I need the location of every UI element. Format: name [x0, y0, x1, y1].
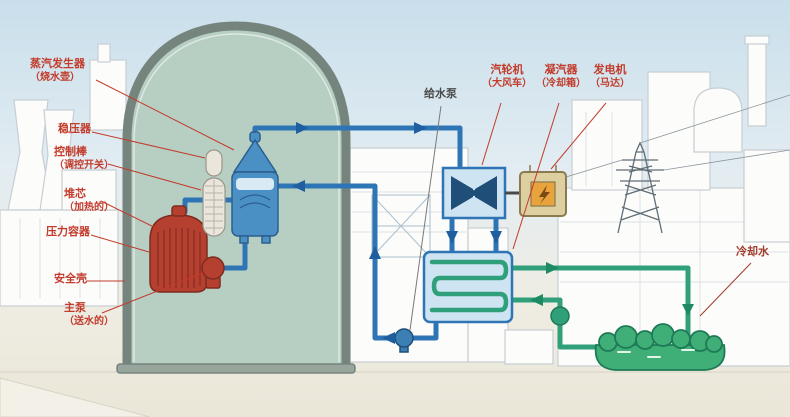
label-feedwater-pump: 给水泵: [424, 88, 457, 100]
label-pressurizer: 稳压器: [58, 123, 91, 135]
steam-generator: [231, 131, 279, 244]
label-control-rods: 控制棒 （调控开关）: [54, 146, 114, 171]
label-turbine: 汽轮机 （大风车）: [482, 64, 532, 89]
label-generator: 发电机 （马达）: [590, 64, 630, 89]
power-lines: [565, 94, 790, 178]
label-pressure-vessel: 压力容器: [46, 226, 90, 238]
cooling-pump: [550, 306, 570, 326]
label-containment: 安全壳: [54, 273, 87, 285]
label-condenser: 凝汽器 （冷却箱）: [536, 64, 586, 89]
control-rods: [202, 149, 226, 237]
label-steam-generator-sub: （烧水壶）: [30, 72, 80, 83]
label-core: 堆芯 （加热的）: [64, 188, 114, 213]
label-steam-generator: 蒸汽发生器 （烧水壶）: [30, 58, 85, 84]
cooling-inflow-pipe: [509, 297, 563, 311]
label-leader-lines: [86, 79, 752, 331]
reactor-core: [157, 228, 201, 288]
flow-arrows: [292, 122, 694, 344]
transmission-tower: [565, 94, 790, 234]
label-cooling-water: 冷却水: [736, 246, 769, 258]
condenser: [422, 250, 514, 324]
pressurizer-vessel: [205, 149, 223, 177]
generator: [519, 165, 567, 217]
feedwater-line: [275, 183, 439, 341]
cooling-pond: [594, 323, 726, 371]
label-main-pump: 主泵 （送水的）: [64, 302, 114, 327]
label-steam-generator-main: 蒸汽发生器: [30, 58, 85, 70]
turbine: [441, 166, 520, 220]
main-pump: [201, 256, 225, 289]
